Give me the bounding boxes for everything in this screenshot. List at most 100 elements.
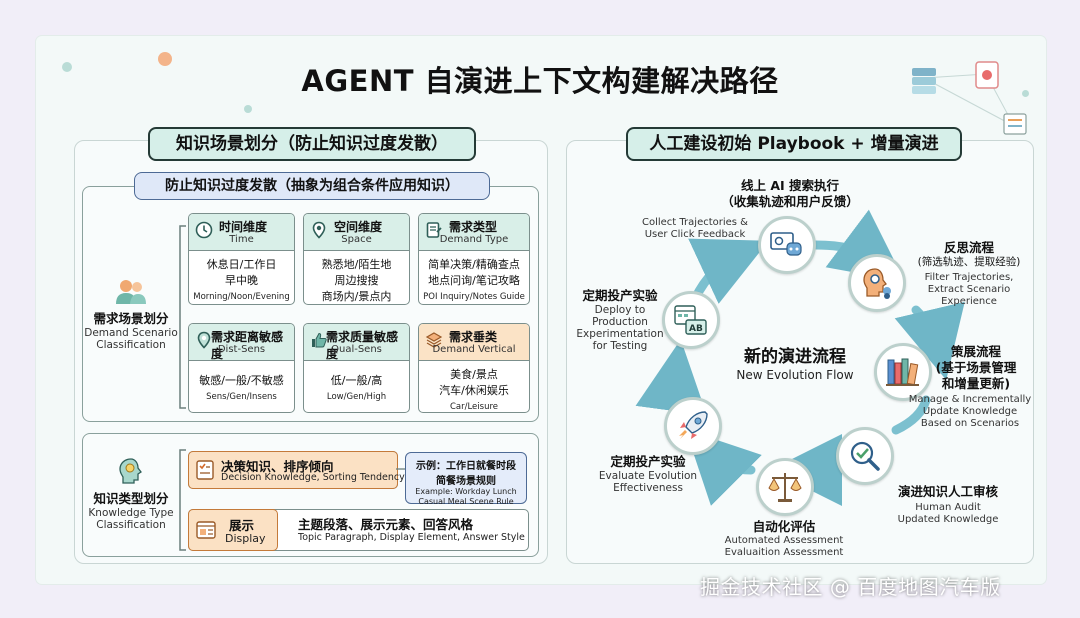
dim-dist-sens-title: 需求距离敏感度 [211,330,284,361]
knowledge-type-label: 知识类型划分 Knowledge Type Classification [82,456,180,531]
thumbs-up-icon [312,332,327,348]
magnifier-check-icon [850,441,880,471]
location-pin-icon [312,221,326,239]
decision-knowledge-zh: 决策知识、排序倾向 [221,459,334,474]
step-curate-zh1: 策展流程 [950,344,1001,359]
example-line1: 示例：工作日就餐时段 [416,461,516,472]
step-online-search-en: Collect Trajectories & User Click Feedba… [630,217,760,241]
dim-card-demand-type: 需求类型 Demand Type 简单决策/精确查点 地点问询/笔记攻略 POI… [418,213,530,305]
knowledge-type-zh: 知识类型划分 [93,491,169,506]
step-auto-eval-en1: Automated Assessment [724,535,844,546]
decision-knowledge-tag: 决策知识、排序倾向 Decision Knowledge, Sorting Te… [188,451,405,489]
demand-scenario-label: 需求场景划分 Demand Scenario Classification [82,278,180,351]
step-reflect-en2: Extract Scenario [927,284,1011,295]
step-curate-en2: Update Knowledge [922,406,1018,417]
dim-space-title: 空间维度 [334,220,383,234]
step-online-search-en2: User Click Feedback [644,229,746,240]
center-zh: 新的演进流程 [744,347,846,367]
step-auto-eval-zh1: 自动化评估 [752,519,816,534]
display-desc-zh: 主题段落、展示元素、回答风格 [298,517,474,532]
page-title: AGENT 自演进上下文构建解决路径 [301,64,779,98]
step-curate: 策展流程 (基于场景管理 和增量更新) [920,344,1032,392]
dim-qual-sens-line1: 低/一般/高 [330,374,383,387]
knowledge-type-en1: Knowledge Type [88,507,174,519]
step-deploy: 定期投产实验 Deploy to Production Experimentat… [566,288,674,352]
step-online-search-en1: Collect Trajectories & [642,217,748,228]
step-reflect-zh1: 反思流程 [943,240,994,255]
step-evaluate-zh1: 定期投产实验 [610,454,686,469]
step-curate-zh2: (基于场景管理 [935,360,1017,375]
balance-scale-icon [768,473,802,502]
step-reflect: 反思流程 (筛选轨迹、提取经验) Filter Trajectories, Ex… [905,240,1033,308]
step-online-search-circle [758,216,816,274]
example-line2: 简餐场景规则 [436,476,496,487]
rocket-icon [679,411,708,439]
dim-time-en: Time [229,234,254,245]
step-reflect-zh2: (筛选轨迹、提取经验) [917,256,1021,268]
step-audit-en2: Updated Knowledge [897,514,999,525]
head-lightbulb-icon [119,458,142,484]
document-edit-icon [426,222,442,238]
step-curate-en: Manage & Incrementally Update Knowledge … [908,394,1032,430]
demand-scenario-zh: 需求场景划分 [93,311,169,326]
step-curate-zh3: 和增量更新) [941,376,1011,391]
center-en: New Evolution Flow [736,368,854,382]
dim-time-title: 时间维度 [219,220,268,234]
clock-icon [195,221,213,239]
decorative-dot [158,52,172,66]
decorative-dot [1022,90,1029,97]
dim-demand-type-line2: 地点问询/笔记攻略 [428,274,520,287]
step-curate-circle [874,343,932,401]
dim-card-time: 时间维度 Time 休息日/工作日 早中晚 Morning/Noon/Eveni… [188,213,295,305]
step-online-search: 线上 AI 搜索执行 （收集轨迹和用户反馈） [700,178,880,210]
dim-card-demand-vertical: 需求垂类 Demand Vertical 美食/景点 汽车/休闲娱乐 Car/L… [418,323,530,413]
step-audit: 演进知识人工审核 Human Audit Updated Knowledge [876,484,1020,526]
knowledge-bracket [179,449,186,551]
dim-demand-type-en: Demand Type [439,234,509,245]
dim-demand-type-title: 需求类型 [449,220,498,234]
dim-space-line3: 商场内/景点内 [321,290,392,303]
dim-demand-vertical-en: Demand Vertical [432,344,516,355]
svg-text:AB: AB [689,324,703,334]
dim-demand-vertical-line1: 美食/景点 [450,368,498,381]
step-online-search-zh2: （收集轨迹和用户反馈） [721,194,859,209]
dim-demand-type-line3: POI Inquiry/Notes Guide [423,292,525,302]
step-audit-circle [836,427,894,485]
knowledge-type-en2: Classification [96,519,166,531]
map-pin-icon [197,331,211,349]
watermark: 掘金技术社区 @ 百度地图汽车版 [700,575,1001,599]
robot-search-icon [770,232,802,256]
step-auto-eval-en2: Evaluaition Assessment [724,547,844,558]
scenario-sub-header: 防止知识过度发散（抽象为组合条件应用知识） [134,172,490,200]
dim-dist-sens-line2: Sens/Gen/Insens [206,392,277,402]
books-icon [886,358,919,386]
dim-card-qual-sens: 需求质量敏感度 Qual-Sens 低/一般/高 Low/Gen/High [303,323,410,413]
display-window-icon [196,521,216,539]
step-evaluate: 定期投产实验 Evaluate Evolution Effectiveness [578,454,718,494]
step-online-search-zh1: 线上 AI 搜索执行 [740,178,840,193]
display-tag: 展示 Display [188,509,278,551]
step-reflect-en1: Filter Trajectories, [924,272,1014,283]
dim-space-line1: 熟悉地/陌生地 [321,258,392,271]
step-deploy-en1: Deploy to [594,304,646,316]
users-icon [116,280,146,304]
dim-card-dist-sens: 需求距离敏感度 Dist-Sens 敏感/一般/不敏感 Sens/Gen/Ins… [188,323,295,413]
dim-card-space: 空间维度 Space 熟悉地/陌生地 周边搜搜 商场内/景点内 [303,213,410,305]
dim-demand-vertical-title: 需求垂类 [449,330,498,344]
step-auto-eval-circle [756,458,814,516]
step-deploy-en2: Production [592,316,648,328]
dim-qual-sens-line2: Low/Gen/High [326,392,387,402]
example-line4: Casual Meal Scene Rule [418,497,514,506]
step-deploy-circle: AB [662,291,720,349]
display-zh: 展示 [229,518,255,533]
example-box: 示例：工作日就餐时段 简餐场景规则 Example: Workday Lunch… [405,452,527,506]
dim-demand-vertical-line3: Car/Leisure [449,402,499,412]
decision-knowledge-en: Decision Knowledge, Sorting Tendency [221,472,405,483]
dim-demand-type-line1: 简单决策/精确查点 [428,258,520,271]
step-evaluate-en1: Evaluate Evolution [598,470,698,482]
demand-scenario-en2: Classification [96,339,166,351]
checklist-icon [196,460,214,480]
display-en: Display [225,532,266,545]
step-curate-en1: Manage & Incrementally [908,394,1032,405]
dim-dist-sens-en: Dist-Sens [217,344,266,355]
